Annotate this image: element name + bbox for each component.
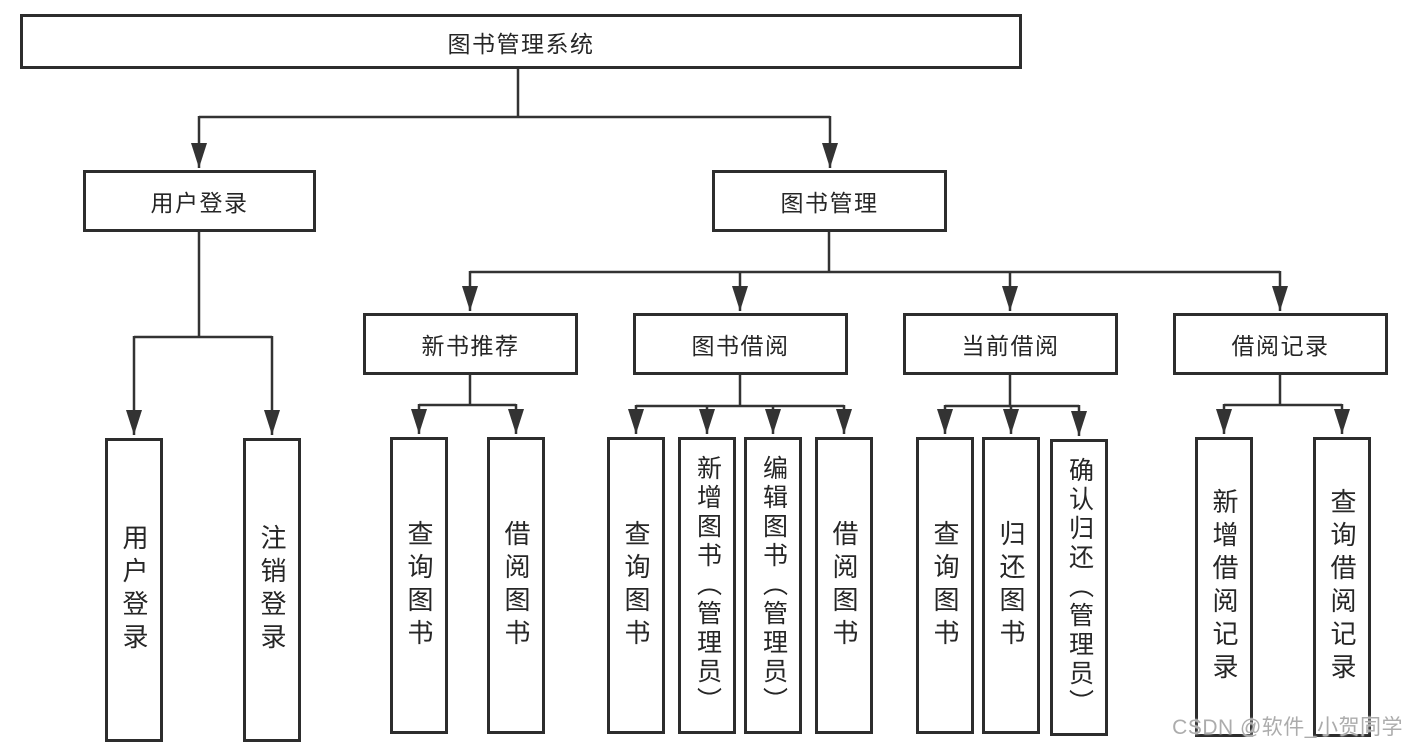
leaf-return-books: 归还图书 — [982, 437, 1040, 734]
leaf-query-books-current: 查询图书 — [916, 437, 974, 734]
leaf-label: 查询图书 — [930, 519, 960, 652]
leaf-borrow-books-recommend: 借阅图书 — [487, 437, 545, 734]
node-book-borrow: 图书借阅 — [633, 313, 848, 375]
leaf-label: 归还图书 — [996, 519, 1026, 652]
node-label: 图书借阅 — [691, 333, 790, 359]
leaf-label: 用户登录 — [119, 524, 149, 656]
node-label: 图书管理 — [780, 190, 879, 216]
leaf-add-books-admin: 新增图书（管理员） — [678, 437, 736, 734]
leaf-label: 查询图书 — [404, 519, 434, 652]
node-label: 当前借阅 — [961, 333, 1060, 359]
csdn-watermark: CSDN @软件_小贺同学 — [1172, 716, 1403, 739]
node-label: 用户登录 — [150, 190, 249, 216]
leaf-add-borrow-record: 新增借阅记录 — [1195, 437, 1253, 737]
leaf-label: 注销登录 — [257, 524, 287, 656]
leaf-label: 查询图书 — [621, 519, 651, 652]
leaf-label: 确认归还（管理员） — [1065, 457, 1094, 718]
node-user-login: 用户登录 — [83, 170, 316, 232]
leaf-label: 借阅图书 — [501, 519, 531, 652]
leaf-confirm-return-admin: 确认归还（管理员） — [1050, 439, 1108, 736]
leaf-label: 编辑图书（管理员） — [759, 455, 788, 716]
node-book-management: 图书管理 — [712, 170, 947, 232]
leaf-query-books-borrow: 查询图书 — [607, 437, 665, 734]
leaf-label: 借阅图书 — [829, 519, 859, 652]
node-label: 新书推荐 — [421, 333, 520, 359]
leaf-label: 新增图书（管理员） — [693, 455, 722, 716]
leaf-logout: 注销登录 — [243, 438, 301, 742]
node-library-system-root: 图书管理系统 — [20, 14, 1022, 69]
leaf-query-books-recommend: 查询图书 — [390, 437, 448, 734]
node-label: 借阅记录 — [1231, 333, 1330, 359]
node-new-book-recommend: 新书推荐 — [363, 313, 578, 375]
leaf-label: 查询借阅记录 — [1327, 488, 1357, 686]
node-label: 图书管理系统 — [447, 30, 595, 57]
leaf-borrow-books: 借阅图书 — [815, 437, 873, 734]
leaf-query-borrow-record: 查询借阅记录 — [1313, 437, 1371, 737]
node-borrow-record: 借阅记录 — [1173, 313, 1388, 375]
leaf-edit-books-admin: 编辑图书（管理员） — [744, 437, 802, 734]
leaf-user-login: 用户登录 — [105, 438, 163, 742]
node-current-borrow: 当前借阅 — [903, 313, 1118, 375]
leaf-label: 新增借阅记录 — [1209, 488, 1239, 686]
